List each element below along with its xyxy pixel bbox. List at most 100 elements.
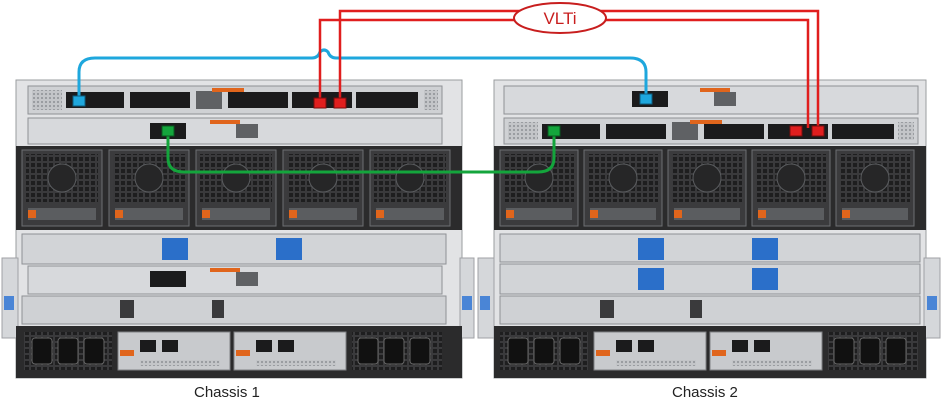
fan-module [667,149,747,227]
chassis-1-slot-a [21,233,447,265]
power-socket [559,337,581,365]
vlti-port-chassis-2-b [811,125,825,137]
chassis-1-rail-latch-left [4,296,14,310]
fan-icon [608,163,638,193]
port-block-5 [356,92,418,108]
management-port [236,272,258,286]
vlti-label-bubble: VLTi [513,2,607,34]
module-vent-right [898,122,914,140]
fan-module [108,149,190,227]
fan-icon [47,163,77,193]
module-vent-right [424,90,438,110]
network-port [140,340,156,352]
chassis-1-power-supply-left [24,332,112,370]
fan-release-tab [758,210,766,218]
fan-module [21,149,103,227]
blue-port-chassis-2 [639,93,653,105]
green-interconnect-cable [161,125,561,174]
fan-handle [590,208,656,220]
fan-module [835,149,915,227]
green-cable-path [166,132,556,174]
fan-icon [860,163,890,193]
vlti-port-chassis-1-a [313,97,327,109]
fan-module [195,149,277,227]
network-port [638,340,654,352]
fan-release-tab [506,210,514,218]
status-led-strip [210,268,240,272]
module-housing [27,117,443,145]
management-port [236,124,258,138]
chassis-2-management-module-2 [709,331,823,371]
chassis-2-power-supply-left [500,332,588,370]
chassis-1-slot-a-latch-1 [162,238,188,260]
module-handle [596,350,610,356]
status-led-strip [690,120,722,124]
blue-uplink-cable [72,48,653,107]
fan-handle [289,208,357,220]
fan-release-tab [289,210,297,218]
management-port [714,92,736,106]
fan-release-tab [28,210,36,218]
module-vent [256,360,336,366]
chassis-2-switch-module-middle [503,117,919,145]
chassis-2-slot-b-latch-1 [638,268,664,290]
fan-release-tab [115,210,123,218]
status-led-strip [212,88,244,92]
network-port [732,340,748,352]
power-socket [833,337,855,365]
port-block-2 [130,92,190,108]
fan-handle [115,208,183,220]
slot-handle [212,300,224,318]
fan-handle [758,208,824,220]
chassis-2-rail-latch-left [480,296,490,310]
power-socket [409,337,431,365]
slot-handle [600,300,614,318]
chassis-2-slot-b-latch-2 [752,268,778,290]
fan-module [282,149,364,227]
fan-module [751,149,831,227]
network-port [278,340,294,352]
power-socket [383,337,405,365]
fan-handle [842,208,908,220]
chassis-2-switch-module-top [503,85,919,115]
chassis-2-slot-a-latch-2 [752,238,778,260]
fan-handle [28,208,96,220]
power-socket [533,337,555,365]
management-port-cluster [196,91,222,109]
chassis-2-slot-b [499,263,921,295]
status-led-strip [210,120,240,124]
blue-cable-path [77,48,648,102]
port-block-2 [606,124,666,139]
port-block [150,271,186,287]
chassis-2-power-supply-right [828,332,918,370]
power-socket [885,337,907,365]
chassis-2-management-module-1 [593,331,707,371]
status-led-strip [700,88,730,92]
power-socket [859,337,881,365]
fan-icon [308,163,338,193]
chassis-1-switch-module-middle [27,117,443,145]
management-port-cluster [672,122,698,140]
port-block-5 [832,124,894,139]
fan-icon [776,163,806,193]
network-port [162,340,178,352]
port-block-3 [704,124,764,139]
blue-port-chassis-1 [72,95,86,107]
network-port [754,340,770,352]
vlti-ellipse [513,2,607,34]
fan-release-tab [202,210,210,218]
chassis-1-fans [21,149,451,227]
chassis-2-slot-c [499,295,921,325]
fan-release-tab [674,210,682,218]
chassis-2-rail-latch-right [927,296,937,310]
fan-handle [376,208,444,220]
chassis-2-slot-a [499,233,921,263]
fan-handle [202,208,270,220]
chassis-2-fans [499,149,915,227]
fan-module [369,149,451,227]
chassis-1-rail-latch-right [462,296,472,310]
chassis-1-switch-module-top [27,85,443,115]
chassis-2-label: Chassis 2 [672,384,738,401]
